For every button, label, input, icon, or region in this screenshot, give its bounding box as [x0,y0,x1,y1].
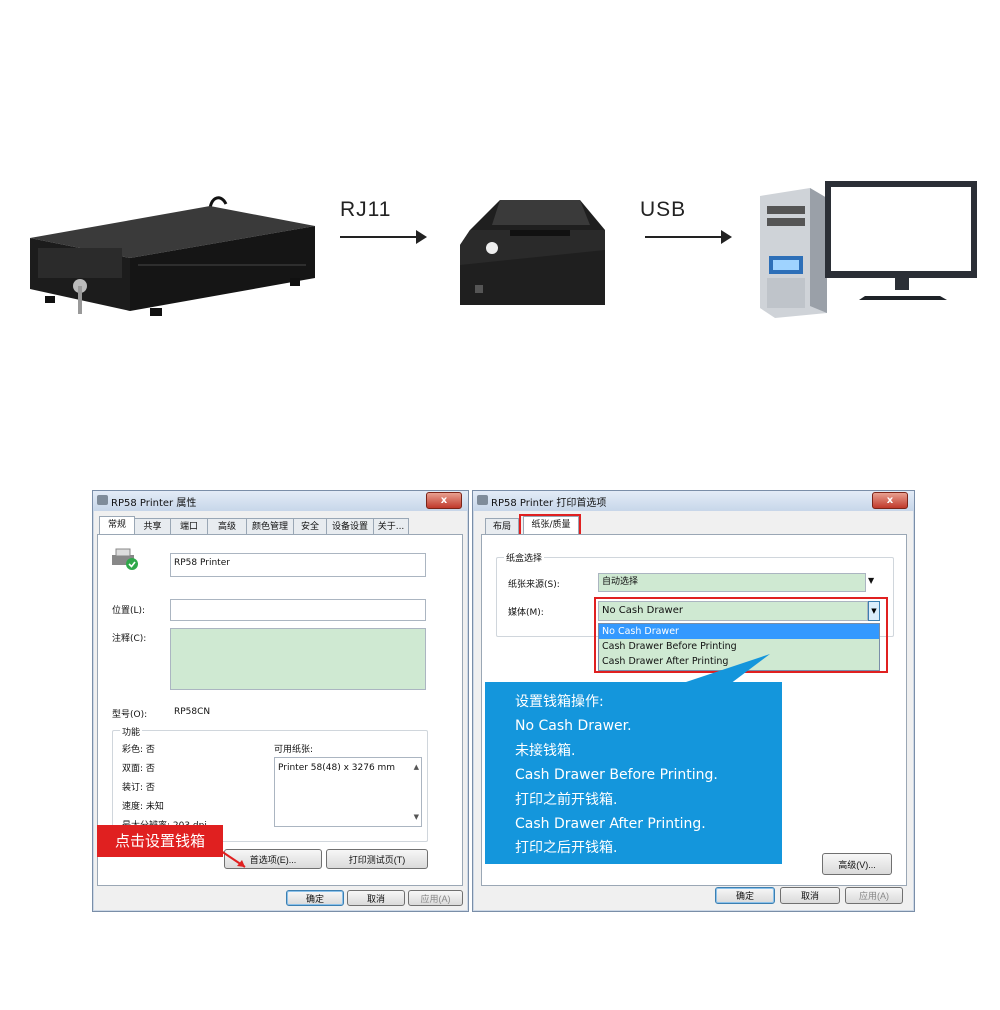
option-no-cash-drawer[interactable]: No Cash Drawer [599,624,879,639]
tray-selection-label: 纸盒选择 [504,551,545,564]
cancel-button[interactable]: 取消 [780,887,840,904]
tab-general[interactable]: 常规 [99,516,135,536]
ok-button[interactable]: 确定 [715,887,775,904]
apply-button[interactable]: 应用(A) [845,887,903,904]
thermal-printer-image [460,200,605,305]
media-label: 媒体(M): [508,608,544,618]
close-button[interactable]: x [872,492,908,509]
feature-duplex: 双面: 否 [122,764,155,774]
location-label: 位置(L): [112,606,146,616]
callout-line: Cash Drawer After Printing. [515,816,706,833]
title-bar: RP58 Printer 属性 x [93,491,468,511]
callout-arrow [214,846,246,868]
printer-properties-window: RP58 Printer 属性 x 常规 共享 端口 高级 颜色管理 安全 设备… [92,490,469,912]
model-value: RP58CN [174,707,211,717]
advanced-button[interactable]: 高级(V)... [822,853,892,875]
callout-line: 未接钱箱. [515,742,576,759]
tab-color-management[interactable]: 颜色管理 [246,518,294,535]
media-dropdown-icon[interactable]: ▼ [868,601,880,621]
paper-list[interactable]: Printer 58(48) x 3276 mm ▲ ▼ [274,757,422,827]
callout-line: No Cash Drawer. [515,718,632,735]
cancel-button[interactable]: 取消 [347,890,405,906]
callout-line: 打印之后开钱箱. [515,840,618,857]
location-field[interactable] [170,599,426,621]
tab-security[interactable]: 安全 [293,518,327,535]
printer-icon [97,495,108,505]
ok-button[interactable]: 确定 [286,890,344,906]
title-bar: RP58 Printer 打印首选项 x [473,491,914,511]
paper-source-dropdown-icon[interactable]: ▼ [868,576,875,585]
print-test-page-button[interactable]: 打印测试页(T) [326,849,428,869]
close-button[interactable]: x [426,492,462,509]
cash-drawer-image [30,196,315,316]
tab-device-settings[interactable]: 设备设置 [326,518,374,535]
tab-layout[interactable]: 布局 [485,518,519,535]
cash-drawer-help-callout: 设置钱箱操作: No Cash Drawer. 未接钱箱. Cash Drawe… [485,682,782,864]
tab-about[interactable]: 关于... [373,518,409,535]
callout-heading: 设置钱箱操作: [515,694,604,710]
comment-label: 注释(C): [112,634,147,644]
window-title: RP58 Printer 打印首选项 [491,498,607,509]
option-cash-drawer-before-printing[interactable]: Cash Drawer Before Printing [602,641,737,652]
usb-arrow [645,230,732,244]
model-label: 型号(O): [112,710,148,720]
printer-name-field[interactable]: RP58 Printer [170,553,426,577]
apply-button[interactable]: 应用(A) [408,890,463,906]
feature-speed: 速度: 未知 [122,802,164,812]
desktop-computer-image [760,181,977,318]
printer-status-icon [112,548,138,570]
option-cash-drawer-after-printing[interactable]: Cash Drawer After Printing [602,656,729,667]
callout-line: 打印之前开钱箱. [515,791,618,808]
comment-field[interactable] [170,628,426,690]
paper-source-label: 纸张来源(S): [508,580,560,590]
usb-label: USB [640,198,687,221]
feature-staple: 装订: 否 [122,783,155,793]
printer-icon [477,495,488,505]
paper-source-select[interactable]: 自动选择 [598,573,866,592]
connection-diagram: RJ11 USB [0,170,1000,330]
callout-line: Cash Drawer Before Printing. [515,767,718,784]
setup-callout-label: 点击设置钱箱 [97,825,223,857]
rj11-arrow [340,230,427,244]
preferences-button[interactable]: 首选项(E)... [224,849,322,869]
tab-advanced[interactable]: 高级 [207,518,247,535]
scroll-up-icon[interactable]: ▲ [413,763,419,771]
window-title: RP58 Printer 属性 [111,498,197,509]
features-group [112,730,428,842]
feature-color: 彩色: 否 [122,745,155,755]
paper-list-item[interactable]: Printer 58(48) x 3276 mm [278,763,396,773]
scroll-down-icon[interactable]: ▼ [413,813,419,821]
media-select[interactable]: No Cash Drawer [598,601,868,621]
callout-pointer [680,654,770,684]
rj11-label: RJ11 [340,198,392,221]
media-dropdown-list: No Cash Drawer Cash Drawer Before Printi… [598,623,880,671]
paper-label: 可用纸张: [274,745,314,755]
tab-sharing[interactable]: 共享 [134,518,171,535]
tab-ports[interactable]: 端口 [170,518,208,535]
features-label: 功能 [120,725,143,738]
tab-paper-quality[interactable]: 纸张/质量 [523,516,579,536]
